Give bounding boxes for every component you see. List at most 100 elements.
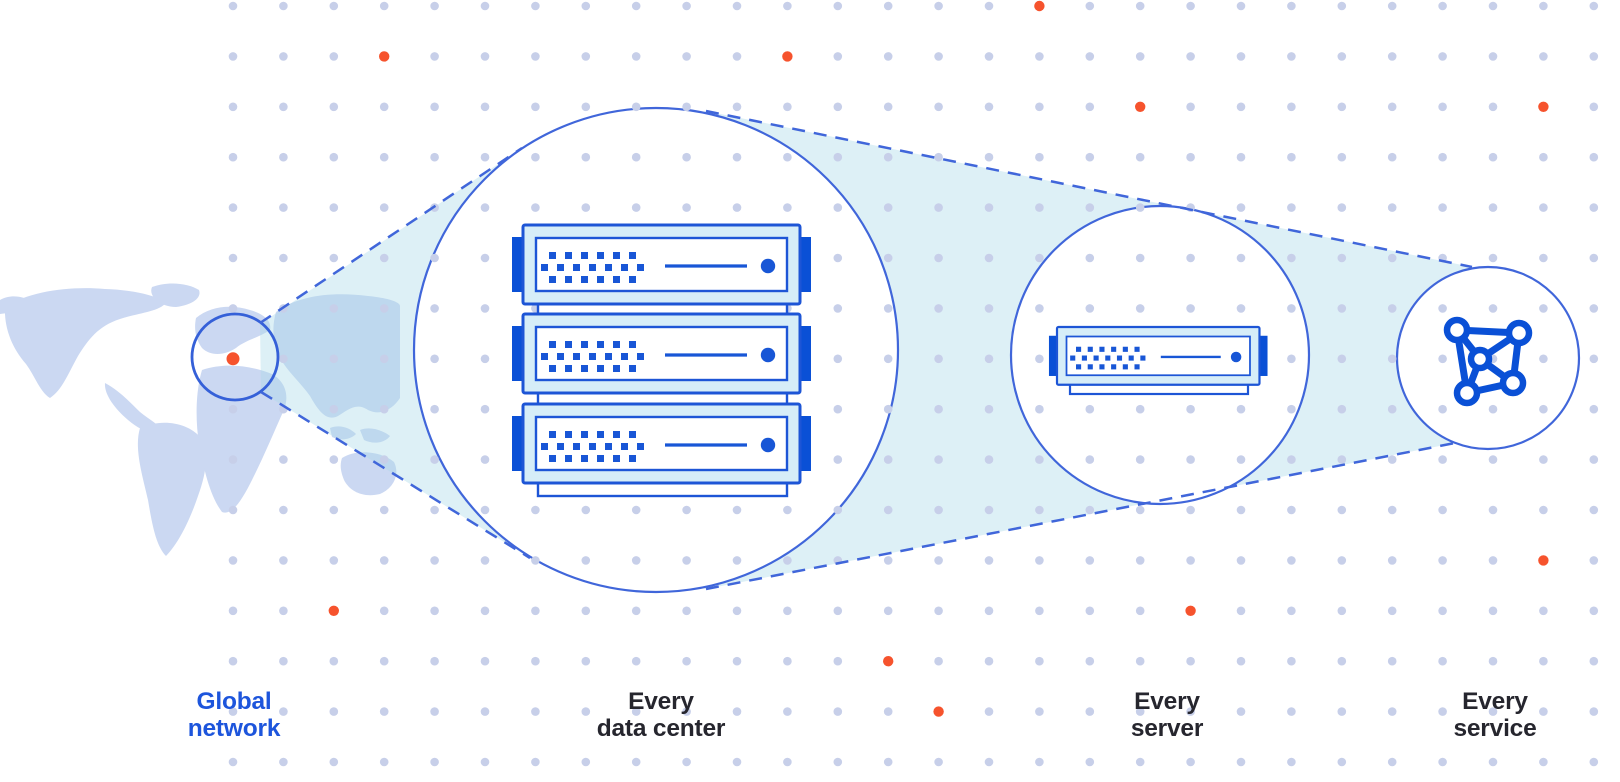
grid-dot: [732, 203, 742, 212]
grid-dot: [279, 656, 288, 666]
grid-dot: [1085, 102, 1095, 112]
grid-dot: [480, 152, 490, 162]
grid-dot: [1539, 253, 1548, 263]
grid-dot: [984, 656, 994, 666]
grid-dot: [631, 707, 641, 716]
map-greenland: [151, 283, 200, 307]
grid-dot: [329, 102, 339, 112]
grid-dot: [581, 203, 591, 212]
grid-dot: [833, 304, 843, 313]
guide-line-lower-right: [705, 441, 1456, 591]
grid-dot: [1085, 253, 1095, 263]
grid-dot: [430, 757, 439, 767]
grid-dot: [783, 757, 792, 767]
grid-dot: [1589, 404, 1599, 414]
grid-dot: [682, 52, 691, 61]
label-line: service: [1453, 715, 1537, 742]
grid-dot: [1387, 1, 1397, 11]
grid-dot: [1186, 757, 1195, 767]
grid-dot: [1236, 253, 1246, 263]
grid-dot: [1085, 304, 1095, 313]
grid-dot: [279, 606, 288, 616]
grid-dot: [1287, 304, 1296, 313]
grid-dot: [833, 757, 843, 767]
grid-dot: [984, 505, 994, 515]
grid-dot: [1438, 52, 1447, 61]
grid-dot: [379, 253, 389, 263]
grid-dot: [783, 203, 792, 212]
grid-dot: [1035, 656, 1044, 666]
grid-dot: [329, 304, 339, 313]
grid-dot: [883, 203, 893, 212]
grid-dot: [480, 52, 490, 61]
map-north-america: [4, 288, 167, 398]
grid-dot: [1287, 152, 1296, 162]
grid-dot: [1337, 707, 1347, 716]
grid-dot: [1085, 606, 1095, 616]
grid-dot: [1085, 656, 1095, 666]
grid-dot: [1236, 152, 1246, 162]
grid-dot: [430, 52, 439, 61]
grid-dot: [279, 253, 288, 263]
grid-dot: [480, 253, 490, 263]
grid-dot: [1539, 203, 1548, 212]
grid-dot: [531, 152, 540, 162]
grid-dot: [279, 52, 288, 61]
grid-dot: [1387, 505, 1397, 515]
grid-dot: [480, 707, 490, 716]
grid-dot: [480, 656, 490, 666]
grid-dot: [379, 152, 389, 162]
label-line: Every: [1462, 688, 1528, 715]
grid-dot: [1186, 253, 1195, 263]
grid-dot: [1589, 455, 1599, 464]
grid-dot: [1488, 556, 1498, 565]
grid-dot: [1337, 1, 1347, 11]
grid-dot: [329, 203, 339, 212]
grid-dot: [1186, 102, 1195, 112]
grid-dot: [430, 304, 439, 313]
grid-dot: [1539, 304, 1548, 313]
grid-dot: [1539, 656, 1548, 666]
grid-dot: [1488, 152, 1498, 162]
grid-dot: [1488, 656, 1498, 666]
grid-dot: [1085, 1, 1095, 11]
grid-dot: [480, 404, 490, 414]
label-line: data center: [596, 715, 726, 742]
grid-dot: [1287, 404, 1296, 414]
grid-dot: [1135, 505, 1145, 515]
grid-dot: [833, 354, 843, 364]
grid-dot: [682, 757, 691, 767]
grid-dot: [329, 656, 339, 666]
grid-dot: [833, 707, 843, 716]
grid-dot: [531, 102, 540, 112]
grid-dot: [1135, 152, 1145, 162]
grid-dot: [1438, 556, 1447, 565]
grid-dot: [1236, 404, 1246, 414]
grid-dot: [1287, 707, 1296, 716]
grid-dot: [1488, 757, 1498, 767]
grid-dot: [1337, 656, 1347, 666]
grid-dot: [1539, 52, 1548, 61]
grid-dot: [1438, 203, 1447, 212]
grid-dot: [984, 556, 994, 565]
grid-dot: [1589, 354, 1599, 364]
grid-dot: [1135, 757, 1145, 767]
grid-dot: [1035, 304, 1044, 313]
grid-dot: [1488, 304, 1498, 313]
label-global-network: Global network: [74, 688, 394, 742]
grid-dot: [1337, 102, 1347, 112]
grid-dot: [984, 1, 994, 11]
grid-dot: [430, 707, 439, 716]
grid-dot: [581, 656, 591, 666]
grid-dot: [279, 455, 288, 464]
server-unit-single: [1047, 325, 1269, 386]
grid-dot: [1387, 304, 1397, 313]
grid-dot: [1337, 304, 1347, 313]
guide-line-lower-left: [260, 390, 531, 560]
grid-dot: [531, 505, 540, 515]
grid-dot: [631, 606, 641, 616]
grid-dot: [1186, 1, 1195, 11]
grid-dot: [984, 152, 994, 162]
grid-dot: [984, 455, 994, 464]
grid-dot: [379, 203, 389, 212]
